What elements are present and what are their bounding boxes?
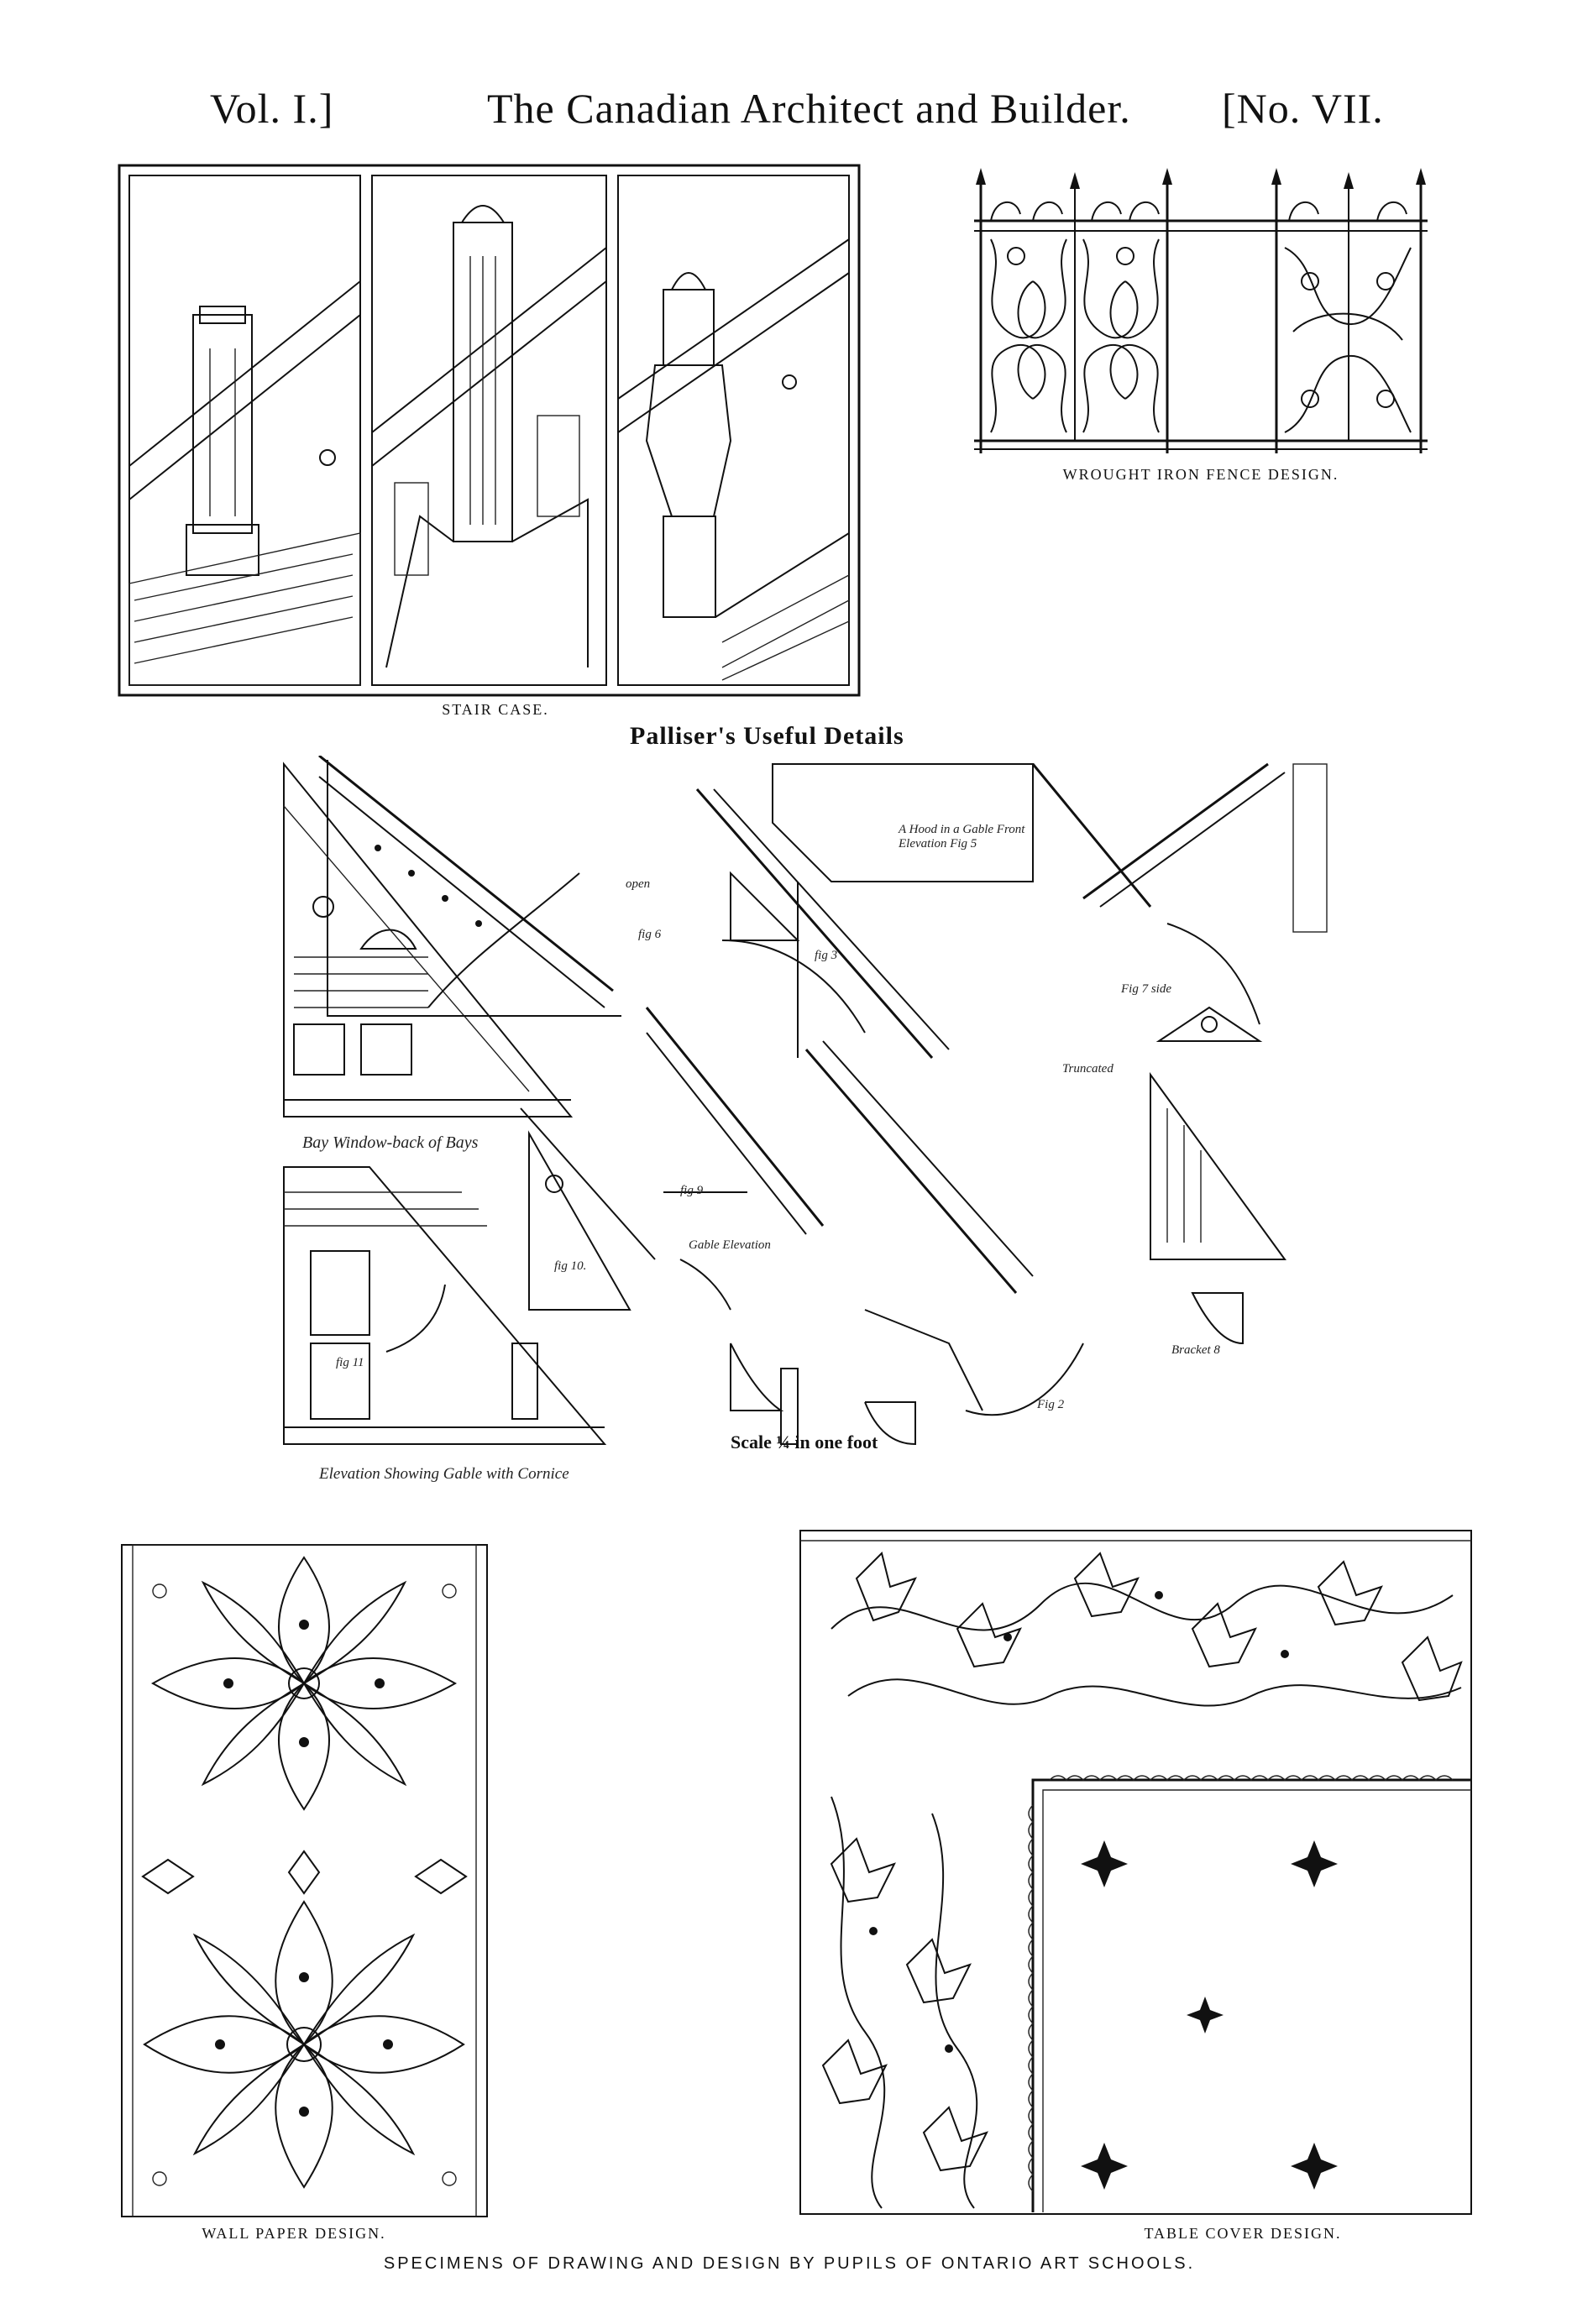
label-elevation: Elevation Showing Gable with Cornice bbox=[319, 1465, 569, 1483]
detail-fig9 bbox=[645, 1007, 825, 1311]
details-title: Palliser's Useful Details bbox=[630, 722, 904, 750]
detail-hood bbox=[772, 763, 1152, 1058]
table-cover-design-illustration bbox=[799, 1530, 1472, 2215]
header-title: The Canadian Architect and Builder. bbox=[487, 85, 1131, 132]
detail-small-brackets bbox=[511, 1343, 916, 1446]
detail-fig10 bbox=[520, 1107, 656, 1311]
detail-fig7 bbox=[1082, 762, 1328, 1042]
stair-panel-3 bbox=[617, 175, 850, 686]
table-cover-rosettes bbox=[1081, 1840, 1338, 2190]
header-number: [No. VII. bbox=[1222, 85, 1384, 132]
detail-gable-cornice bbox=[283, 1166, 607, 1445]
label-hood: A Hood in a Gable Front Elevation Fig 5 bbox=[899, 823, 1025, 851]
page-footer-caption: Specimens of Drawing and Design by Pupil… bbox=[383, 2254, 1196, 2273]
label-fig11: fig 11 bbox=[336, 1356, 364, 1369]
label-bracket: Bracket 8 bbox=[1171, 1343, 1220, 1357]
label-fig2: Fig 2 bbox=[1037, 1398, 1065, 1411]
wrought-iron-fence-illustration bbox=[974, 168, 1428, 453]
label-truncated: Truncated bbox=[1062, 1062, 1114, 1076]
header-volume: Vol. I.] bbox=[210, 85, 334, 132]
stair-panel-1 bbox=[128, 175, 361, 686]
detail-truncated bbox=[1150, 1071, 1286, 1345]
label-fig6: fig 6 bbox=[638, 928, 662, 941]
table-cover-leaves bbox=[821, 1552, 1463, 2172]
label-fig10: fig 10. bbox=[554, 1259, 587, 1273]
detail-gable-fig6 bbox=[318, 756, 621, 1017]
detail-fig11 bbox=[804, 1040, 1084, 1416]
table-cover-caption: Table Cover Design. bbox=[1144, 2225, 1342, 2242]
label-fig3: fig 3 bbox=[815, 949, 838, 962]
fence-caption: Wrought Iron Fence Design. bbox=[1062, 466, 1339, 483]
label-gable-elevation: Gable Elevation bbox=[689, 1238, 771, 1252]
wall-paper-design-illustration bbox=[121, 1544, 488, 2217]
label-open: open bbox=[626, 877, 651, 891]
detail-bracket-fig3 bbox=[695, 788, 950, 1059]
wall-paper-caption: Wall Paper Design. bbox=[202, 2225, 386, 2242]
label-fig9: fig 9 bbox=[680, 1184, 704, 1197]
label-bay-window: Bay Window-back of Bays bbox=[302, 1133, 479, 1152]
stair-case-caption: Stair Case. bbox=[442, 701, 549, 718]
stair-panel-2 bbox=[371, 175, 607, 686]
palliser-details-illustration bbox=[283, 756, 1328, 1446]
label-scale: Scale ¼ in one foot bbox=[731, 1432, 878, 1452]
wall-paper-rosette-bottom bbox=[143, 1900, 465, 2189]
stair-case-illustration bbox=[118, 164, 861, 697]
wall-paper-rosette-top bbox=[150, 1556, 458, 1811]
label-fig7: Fig 7 side bbox=[1121, 982, 1171, 996]
